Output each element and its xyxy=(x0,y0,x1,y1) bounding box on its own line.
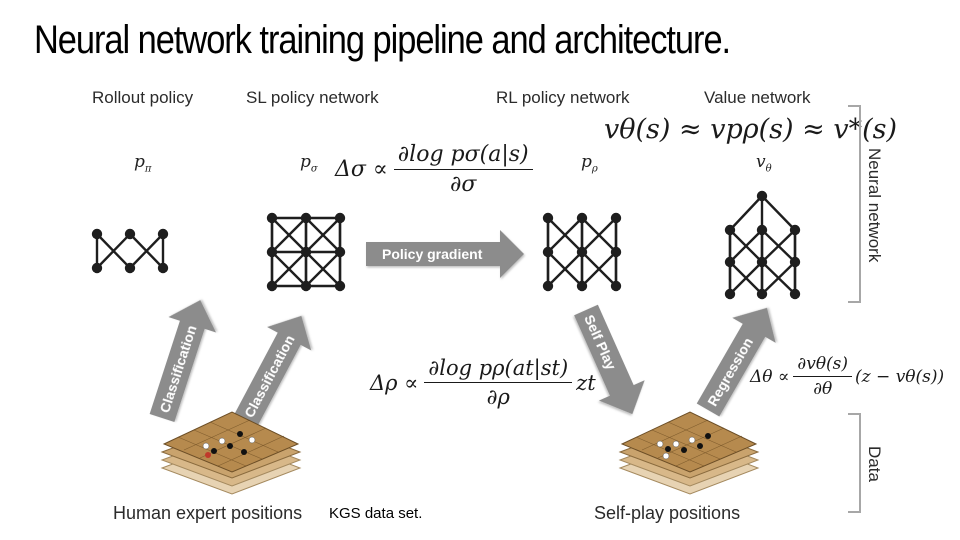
neural-network-bracket xyxy=(848,105,861,303)
network-edge xyxy=(761,195,796,231)
neural-network-side-label: Neural network xyxy=(865,148,884,263)
network-node xyxy=(724,288,736,300)
network-edge xyxy=(729,195,763,231)
network-edge xyxy=(271,251,307,287)
rollout-network-graph xyxy=(91,228,169,274)
network-node xyxy=(610,280,622,292)
self-play-board-stack xyxy=(618,411,760,495)
network-edge xyxy=(96,233,131,269)
network-node xyxy=(610,212,622,224)
network-edge xyxy=(271,217,307,253)
value-network-label: Value network xyxy=(704,88,811,107)
network-node xyxy=(724,224,736,236)
value-approximation-equation: vθ(s) ≈ vpρ(s) ≈ v*(s) xyxy=(604,114,898,145)
network-node xyxy=(91,262,103,274)
network-node xyxy=(157,228,169,240)
data-side-label: Data xyxy=(865,446,884,482)
network-edge xyxy=(729,261,763,295)
rollout-policy-label: Rollout policy xyxy=(92,88,194,107)
sl-policy-network-label: SL policy network xyxy=(246,88,379,107)
network-edge xyxy=(305,217,341,253)
network-node xyxy=(334,212,346,224)
network-node xyxy=(756,224,768,236)
self-play-arrow: Self Play xyxy=(574,304,645,415)
network-node xyxy=(789,288,801,300)
network-edge xyxy=(729,229,763,263)
network-node xyxy=(576,246,588,258)
value-network-graph xyxy=(724,190,801,300)
rl-update-equation: Δρ ∝ ∂log pρ(at|st)∂ρ zt xyxy=(370,356,596,409)
network-edge xyxy=(761,261,796,295)
network-node xyxy=(576,280,588,292)
network-edge xyxy=(581,217,617,253)
network-node xyxy=(542,280,554,292)
network-node xyxy=(157,262,169,274)
network-node xyxy=(542,246,554,258)
value-update-equation: Δθ ∝ ∂vθ(s)∂θ (z − vθ(s)) xyxy=(750,354,945,399)
network-node xyxy=(91,228,103,240)
network-node xyxy=(300,280,312,292)
sl-symbol: pσ xyxy=(300,152,318,175)
policy-gradient-arrow: Policy gradient xyxy=(366,230,524,278)
network-node xyxy=(756,190,768,202)
network-node xyxy=(789,224,801,236)
network-node xyxy=(124,262,136,274)
network-edge xyxy=(581,251,617,287)
sl-network-graph xyxy=(266,212,346,292)
network-node xyxy=(300,212,312,224)
network-edge xyxy=(129,233,164,269)
network-node xyxy=(266,246,278,258)
network-edge xyxy=(547,217,583,253)
slide-title: Neural network training pipeline and arc… xyxy=(34,18,731,62)
classification-arrow-left: Classification xyxy=(149,300,217,423)
network-node xyxy=(610,246,622,258)
network-node xyxy=(300,246,312,258)
value-symbol: vθ xyxy=(756,152,772,175)
network-node xyxy=(756,256,768,268)
policy-gradient-text: Policy gradient xyxy=(382,246,483,262)
human-expert-positions-label: Human expert positions xyxy=(113,503,303,523)
sl-update-equation: Δσ ∝ ∂log pσ(a|s)∂σ xyxy=(335,142,533,197)
kgs-data-set-label: KGS data set. xyxy=(329,505,423,522)
classification-arrow-right: Classification xyxy=(234,315,312,427)
network-node xyxy=(124,228,136,240)
rl-symbol: pρ xyxy=(581,152,598,175)
rollout-symbol: pπ xyxy=(134,152,152,175)
network-node xyxy=(576,212,588,224)
classification-right-text: Classification xyxy=(241,332,298,420)
data-bracket xyxy=(848,413,861,513)
network-node xyxy=(266,280,278,292)
network-node xyxy=(789,256,801,268)
network-node xyxy=(542,212,554,224)
network-node xyxy=(724,256,736,268)
network-node xyxy=(266,212,278,224)
network-edge xyxy=(305,251,341,287)
network-node xyxy=(334,280,346,292)
network-edge xyxy=(761,229,796,263)
network-edge xyxy=(547,251,583,287)
network-node xyxy=(756,288,768,300)
rl-network-graph xyxy=(542,212,622,292)
network-node xyxy=(334,246,346,258)
regression-arrow: Regression xyxy=(696,307,776,417)
human-expert-board-stack xyxy=(160,411,302,495)
rl-policy-network-label: RL policy network xyxy=(496,88,630,107)
self-play-positions-label: Self-play positions xyxy=(594,503,741,523)
